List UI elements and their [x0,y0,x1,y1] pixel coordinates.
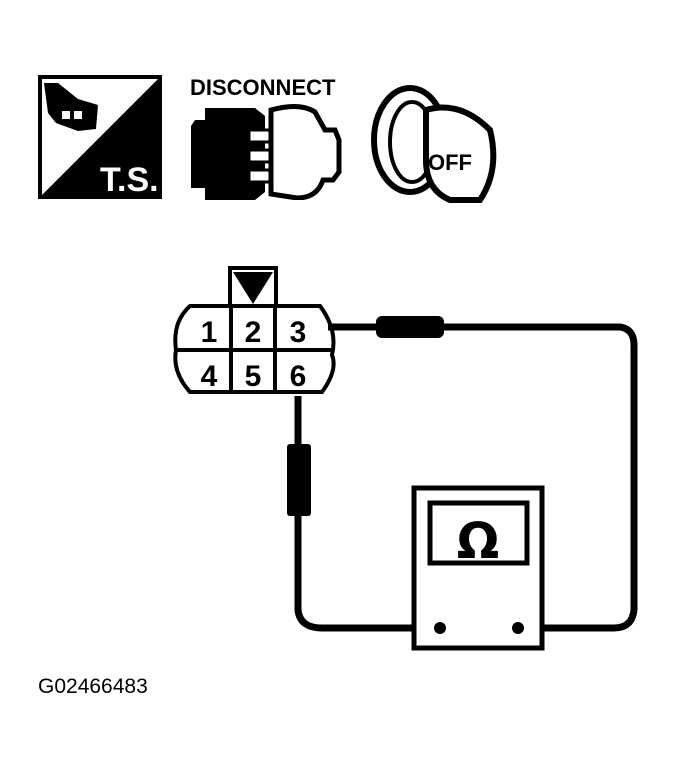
meter-terminal-right [512,622,524,634]
probe-handle-pin6 [287,444,311,516]
ohm-icon: Ω [457,512,500,570]
pin-1: 1 [201,316,218,349]
pin-3: 3 [290,316,307,349]
triangle-marker-icon [233,272,273,304]
ignition-key-off-icon: OFF [371,85,497,203]
pin-2: 2 [245,316,262,349]
test-lead-pin3 [328,323,638,632]
connector-disconnect-icon [191,104,342,200]
ts-icon: T.S. [38,75,162,199]
test-lead-pin6 [294,396,440,632]
disconnect-label: DISCONNECT [190,75,336,100]
probe-handle-pin3 [376,316,444,338]
circuit-diagram: 1 2 3 4 5 6 Ω [173,266,638,651]
off-label: OFF [428,150,472,175]
pin-5: 5 [245,360,262,393]
figure-id: G02466483 [38,675,148,698]
ohmmeter-display [427,500,530,566]
pin-4: 4 [201,360,218,393]
ts-label: T.S. [100,161,159,199]
pin-6: 6 [290,360,307,393]
meter-terminal-left [434,622,446,634]
